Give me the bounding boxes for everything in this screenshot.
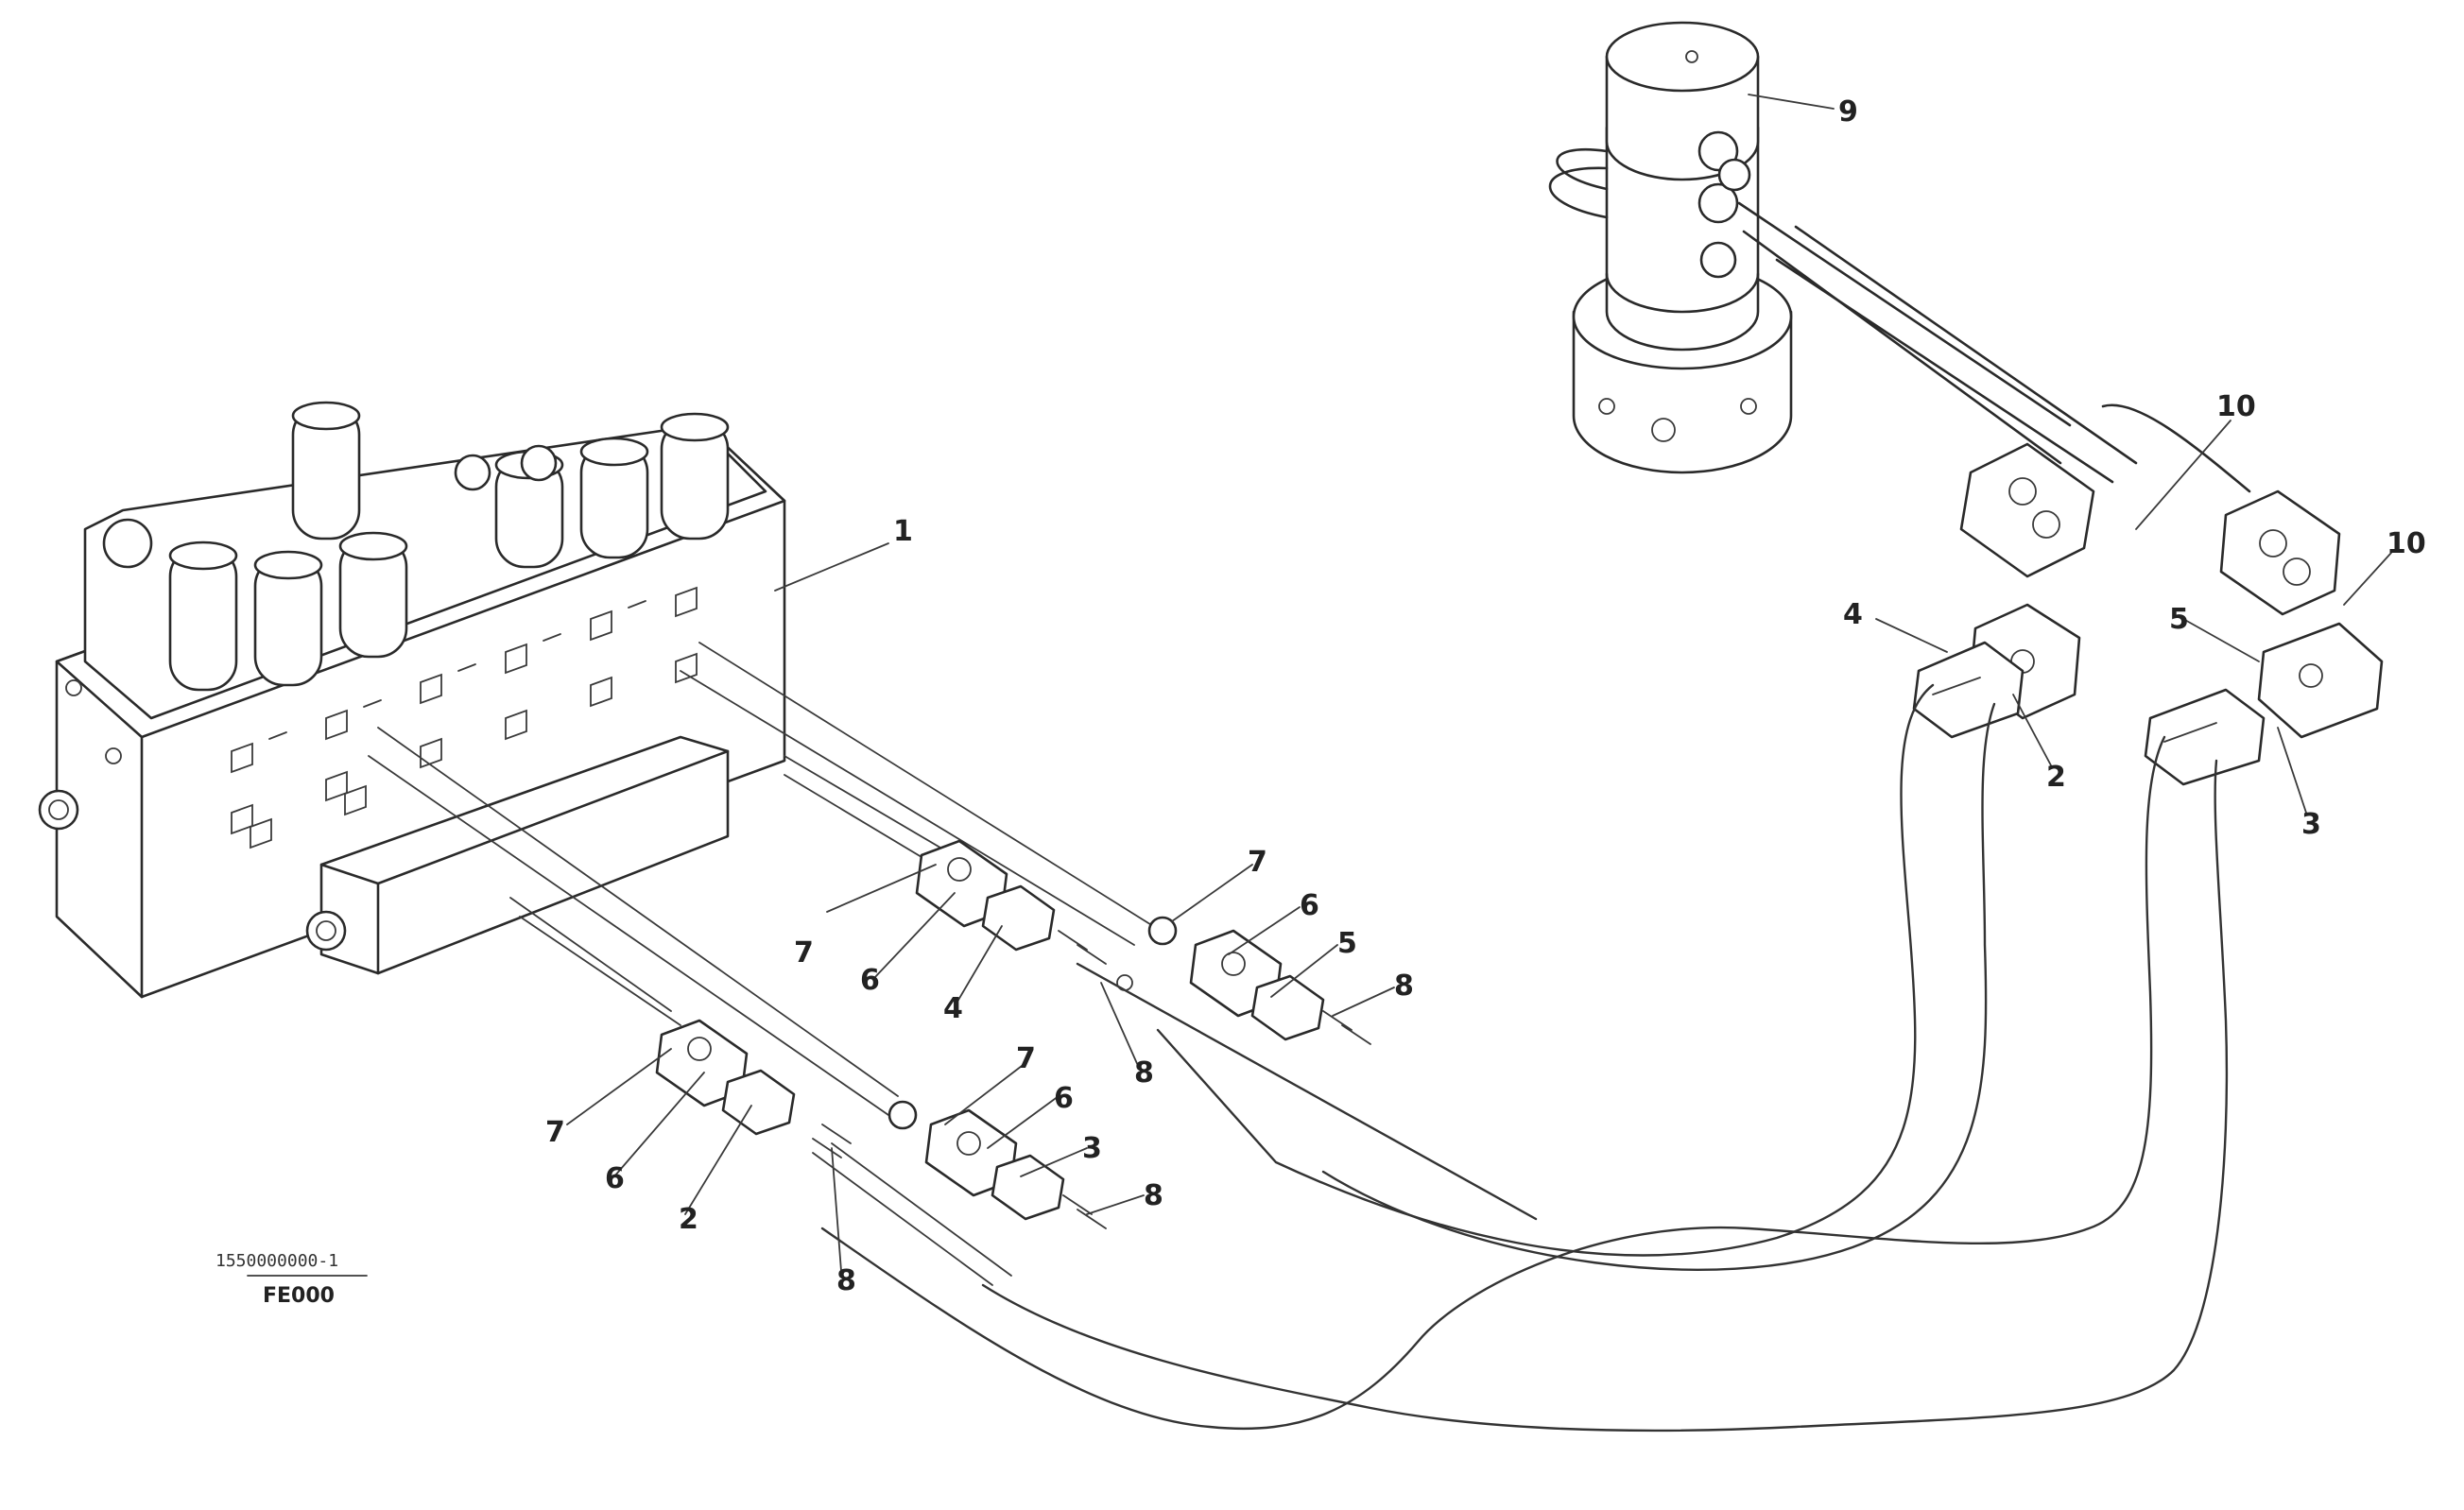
callout-2-left: 2 <box>679 1203 698 1236</box>
right-fitting-group-a <box>1912 442 2095 739</box>
swivel-joint <box>1548 21 2251 493</box>
callout-8-upper: 8 <box>1394 969 1414 1003</box>
callout-8-lower: 8 <box>1144 1179 1163 1212</box>
drawing-reference: 1550000000-1 FE000 <box>215 1251 368 1308</box>
callout-6-upper: 6 <box>1300 889 1319 922</box>
callout-7-lower: 7 <box>1016 1042 1036 1075</box>
callout-2-right: 2 <box>2046 761 2066 794</box>
callout-3-right: 3 <box>2301 808 2321 841</box>
callout-6-lower: 6 <box>1054 1082 1074 1115</box>
callout-7-left: 7 <box>545 1116 565 1149</box>
callout-3-lower: 3 <box>1082 1132 1102 1165</box>
callout-6-left: 6 <box>605 1162 625 1195</box>
reference-code: 1550000000-1 <box>215 1251 338 1271</box>
figure-code: FE000 <box>263 1284 335 1308</box>
hose-lines <box>820 683 2229 1433</box>
callout-4-right: 4 <box>1843 598 1863 631</box>
pipe-lines <box>368 642 1154 1286</box>
callout-labels: 1 9 10 10 4 2 5 3 7 6 5 8 7 6 4 8 7 6 3 … <box>545 95 2426 1297</box>
callout-1: 1 <box>893 515 913 548</box>
callout-9: 9 <box>1838 95 1858 129</box>
callout-8-mid: 8 <box>1134 1056 1154 1090</box>
callout-10-top: 10 <box>2216 390 2256 423</box>
right-fitting-group-b <box>2144 489 2384 786</box>
callout-10-right: 10 <box>2386 527 2426 560</box>
callout-6-mid: 6 <box>860 964 880 997</box>
callout-4-mid: 4 <box>943 992 963 1025</box>
callout-7-upper: 7 <box>1248 846 1267 879</box>
control-valve-block <box>38 401 786 999</box>
leader-lines <box>566 94 2392 1272</box>
callout-5-upper: 5 <box>1337 927 1357 960</box>
callout-5-right: 5 <box>2169 603 2189 636</box>
fitting-cluster-upper <box>915 839 1133 991</box>
valve-ports <box>38 586 698 849</box>
callout-8-left: 8 <box>836 1264 856 1297</box>
fitting-cluster-lower-left <box>655 1019 852 1158</box>
valve-caps <box>102 401 730 692</box>
fitting-cluster-lower-right <box>887 1100 1107 1229</box>
fitting-cluster-right <box>1147 916 1371 1045</box>
callout-7-mid: 7 <box>794 936 814 969</box>
